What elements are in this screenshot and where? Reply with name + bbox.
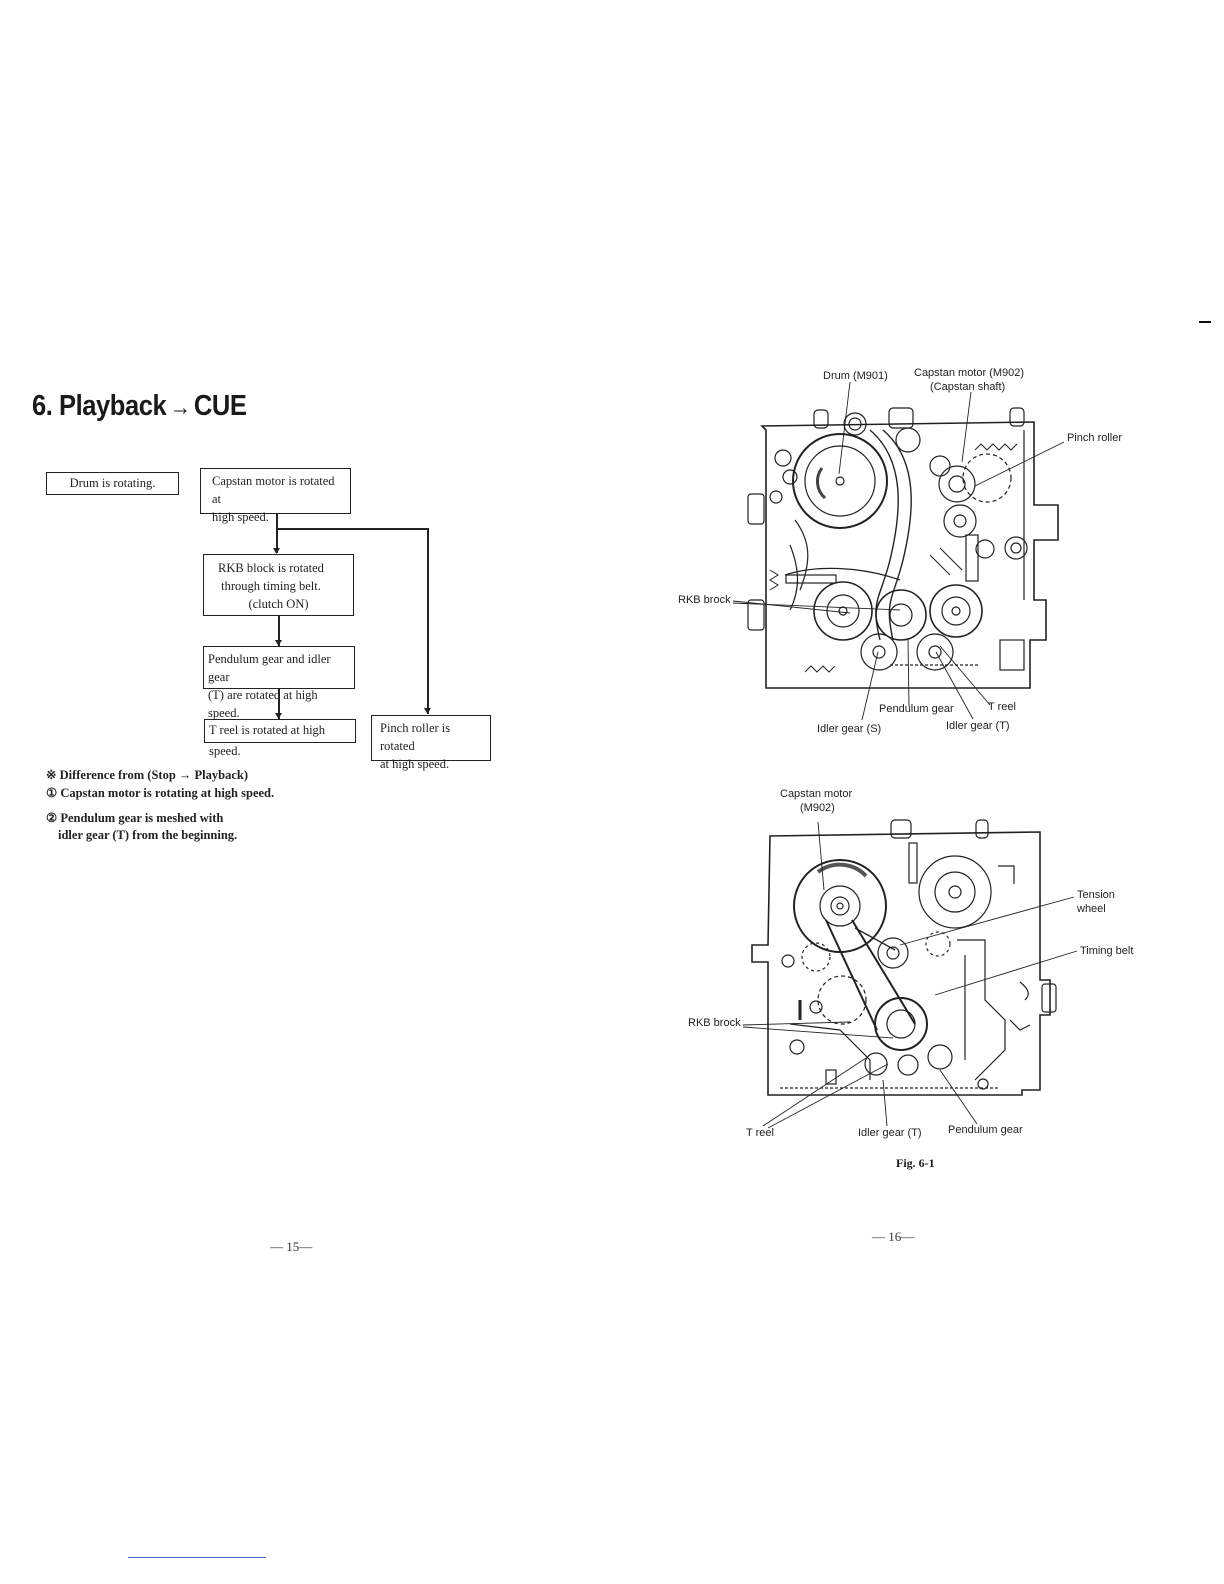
connector-rkb-down xyxy=(278,616,280,646)
flow-rkb-line3: (clutch ON) xyxy=(248,597,309,611)
flow-rkb-line1: RKB block is rotated xyxy=(218,561,324,575)
label-idler-s: Idler gear (S) xyxy=(817,723,882,735)
flow-drum-text: Drum is rotating. xyxy=(69,476,156,490)
page-number-left: — 15— xyxy=(270,1239,313,1254)
flow-box-pinch: Pinch roller is rotated at high speed. xyxy=(371,715,491,771)
arrowhead-rkb xyxy=(275,640,282,646)
label-tension-wheel-1: Tension xyxy=(1077,889,1115,901)
label-capstan-m902: (M902) xyxy=(800,802,835,814)
connector-pend-down xyxy=(278,689,280,719)
section-title-left: Playback xyxy=(59,390,167,422)
difference-notes: ※ Difference from (Stop → Playback) ① Ca… xyxy=(46,767,346,844)
notes-heading: ※ Difference from (Stop → Playback) xyxy=(46,768,248,782)
label-pendulum-bottom: Pendulum gear xyxy=(948,1124,1023,1136)
flow-capstan-line1: Capstan motor is rotated at xyxy=(212,474,335,506)
label-treel-bottom: T reel xyxy=(746,1127,774,1139)
top-mechanism-figure xyxy=(747,407,1059,689)
scan-edge-mark xyxy=(1199,321,1211,323)
label-timing-belt: Timing belt xyxy=(1080,945,1134,957)
label-idler-t-top: Idler gear (T) xyxy=(946,720,1010,732)
label-rkb-top: RKB brock xyxy=(678,594,731,606)
arrowhead-pinch xyxy=(424,708,431,714)
label-capstan-motor-bottom: Capstan motor xyxy=(780,788,853,800)
flow-box-treel: T reel is rotated at high speed. xyxy=(204,719,356,758)
arrow-icon: → xyxy=(169,394,191,421)
bottom-leader-lines xyxy=(742,821,1078,1129)
section-title: 6. Playback→CUE xyxy=(32,390,247,423)
bottom-rule xyxy=(128,1557,266,1558)
flow-rkb-line2: through timing belt. xyxy=(221,579,321,593)
label-tension-wheel-2: wheel xyxy=(1077,903,1106,915)
connector-branch-right-down xyxy=(427,528,429,714)
label-drum: Drum (M901) xyxy=(823,370,888,382)
label-capstan-shaft: (Capstan shaft) xyxy=(930,381,1006,393)
connector-branch-horizontal xyxy=(276,528,428,530)
notes-item-1: ① Capstan motor is rotating at high spee… xyxy=(46,786,275,800)
arrowhead-capstan xyxy=(273,548,280,554)
label-treel-top: T reel xyxy=(988,701,1016,713)
section-number: 6. xyxy=(32,390,53,422)
label-capstan-motor: Capstan motor (M902) xyxy=(914,367,1025,379)
label-idler-t-bottom: Idler gear (T) xyxy=(858,1127,922,1139)
flow-box-capstan: Capstan motor is rotated at high speed. xyxy=(200,468,351,524)
page-number-right: — 16— xyxy=(872,1229,915,1244)
flow-pend-line1: Pendulum gear and idler gear xyxy=(208,652,331,684)
top-leader-lines xyxy=(732,381,1065,721)
flow-pend-line2: (T) are rotated at high speed. xyxy=(208,688,318,720)
label-rkb-bottom: RKB brock xyxy=(688,1017,741,1029)
flow-pinch-line2: at high speed. xyxy=(380,757,450,771)
flow-pinch-line1: Pinch roller is rotated xyxy=(380,721,451,753)
flow-box-rkb: RKB block is rotated through timing belt… xyxy=(203,554,354,616)
bottom-mechanism-figure xyxy=(751,819,1057,1096)
flow-capstan-line2: high speed. xyxy=(212,510,269,524)
arrowhead-pend xyxy=(275,713,282,719)
label-pinch-roller: Pinch roller xyxy=(1067,432,1123,444)
flow-box-drum: Drum is rotating. xyxy=(46,472,179,495)
flow-box-pendulum: Pendulum gear and idler gear (T) are rot… xyxy=(203,646,355,720)
figure-caption: Fig. 6-1 xyxy=(896,1156,935,1170)
notes-item-2-line2: idler gear (T) from the beginning. xyxy=(58,828,238,842)
label-pendulum-top: Pendulum gear xyxy=(879,703,954,715)
notes-item-2-line1: ② Pendulum gear is meshed with xyxy=(46,811,224,825)
flow-treel-text: T reel is rotated at high speed. xyxy=(209,723,326,758)
connector-capstan-down xyxy=(276,513,278,553)
section-title-right: CUE xyxy=(193,390,247,422)
